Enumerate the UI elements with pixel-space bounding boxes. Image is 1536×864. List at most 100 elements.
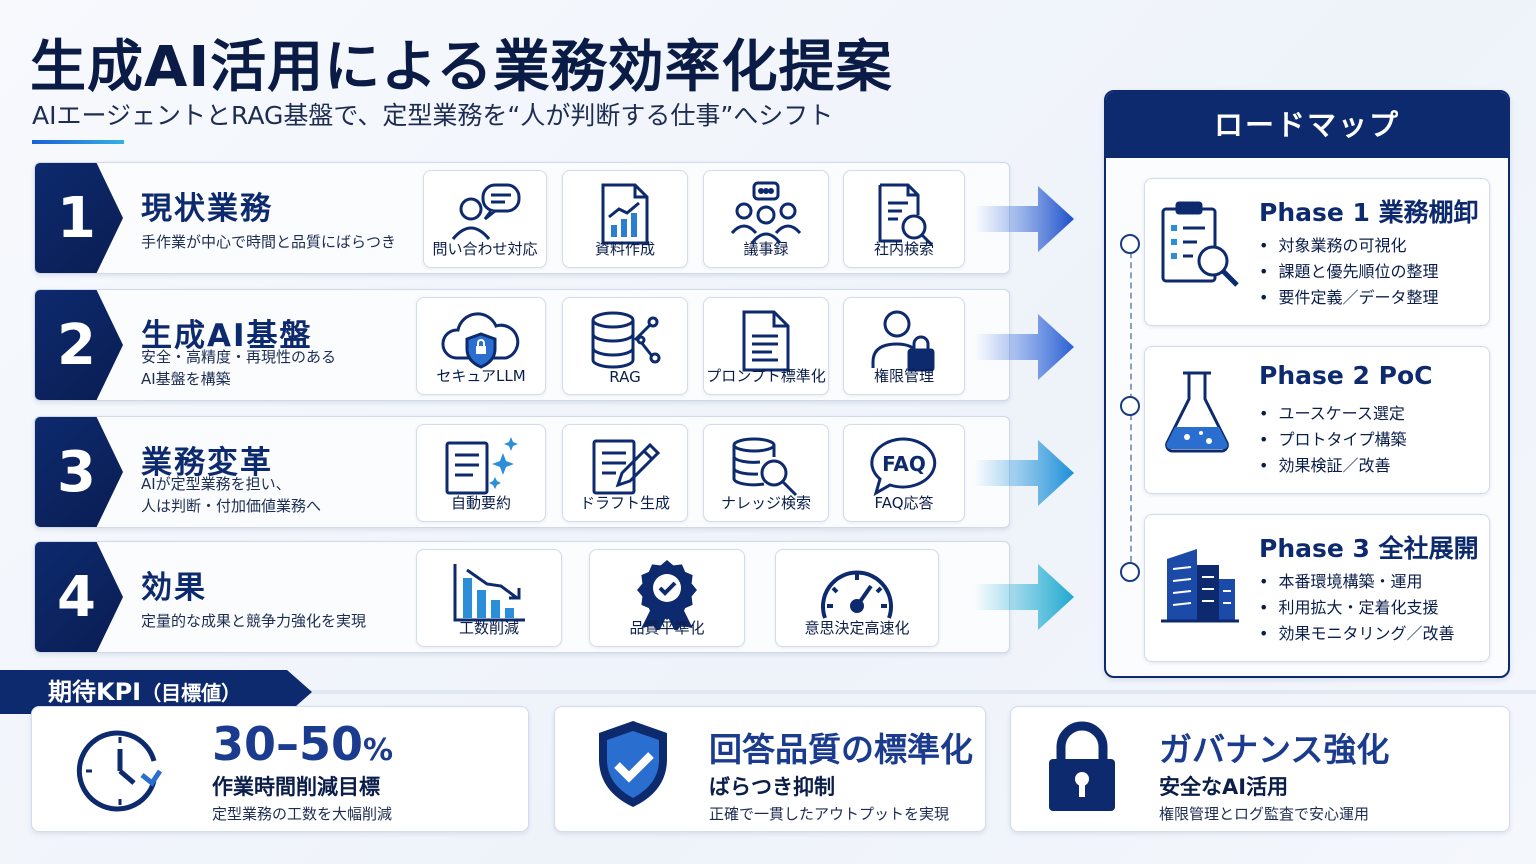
timeline-dot bbox=[1120, 396, 1140, 416]
sparkle-document-icon bbox=[445, 437, 518, 495]
item-card-faq[interactable]: FAQ FAQ応答 bbox=[843, 424, 965, 522]
faq-bubble-icon: FAQ bbox=[870, 437, 937, 497]
row-number: 2 bbox=[35, 290, 123, 400]
title-accent-line bbox=[32, 140, 124, 144]
item-card-minutes[interactable]: 議事録 bbox=[703, 170, 829, 268]
item-card-rag[interactable]: RAG bbox=[562, 297, 688, 395]
kpi-value: 30–50% bbox=[212, 717, 394, 771]
timeline-dot bbox=[1120, 234, 1140, 254]
phase-title: Phase 1 業務棚卸 bbox=[1259, 198, 1479, 227]
svg-text:FAQ: FAQ bbox=[882, 452, 926, 476]
row-effects: 4 効果 定量的な成果と競争力強化を実現 工数削減 品質平準化 意思決定高速化 bbox=[34, 541, 1010, 653]
phase-item: 効果モニタリング／改善 bbox=[1259, 621, 1454, 647]
phase-card-1[interactable]: Phase 1 業務棚卸 対象業務の可視化 課題と優先順位の整理 要件定義／デー… bbox=[1144, 178, 1490, 326]
flow-arrow-right-icon bbox=[974, 314, 1074, 380]
item-label: 意思決定高速化 bbox=[804, 619, 910, 637]
kpi-subtitle: 安全なAI活用 bbox=[1159, 775, 1289, 799]
kpi-divider bbox=[0, 690, 1536, 694]
kpi-note: 権限管理とログ監査で安心運用 bbox=[1159, 805, 1370, 823]
item-card-draft[interactable]: ドラフト生成 bbox=[562, 424, 688, 522]
item-label: 自動要約 bbox=[450, 494, 511, 512]
chart-down-icon bbox=[453, 564, 525, 622]
kpi-value: ガバナンス強化 bbox=[1159, 730, 1390, 769]
phase-item: 利用拡大・定着化支援 bbox=[1259, 595, 1454, 621]
support-chat-icon bbox=[451, 183, 521, 240]
flow-arrow-right-icon bbox=[974, 440, 1074, 506]
timeline-dot bbox=[1120, 562, 1140, 582]
phase-title: Phase 3 全社展開 bbox=[1259, 534, 1479, 563]
item-label: 資料作成 bbox=[594, 240, 655, 258]
phase-list: 本番環境構築・運用 利用拡大・定着化支援 効果モニタリング／改善 bbox=[1259, 569, 1454, 647]
row-current-work: 1 現状業務 手作業が中心で時間と品質にばらつき 問い合わせ対応 資料作成 議事… bbox=[34, 162, 1010, 274]
item-label: ドラフト生成 bbox=[579, 494, 670, 512]
roadmap-title: ロードマップ bbox=[1106, 92, 1508, 158]
row-number: 4 bbox=[35, 542, 123, 652]
item-card-prompt[interactable]: プロンプト標準化 bbox=[703, 297, 829, 395]
item-card-decision[interactable]: 意思決定高速化 bbox=[775, 549, 939, 647]
item-label: ナレッジ検索 bbox=[720, 494, 811, 512]
row-title: 現状業務 bbox=[141, 191, 273, 227]
database-network-icon bbox=[591, 311, 661, 369]
row-description: 手作業が中心で時間と品質にばらつき bbox=[141, 233, 397, 251]
phase-title: Phase 2 PoC bbox=[1259, 361, 1433, 390]
row-title: 効果 bbox=[141, 570, 207, 606]
page-subtitle: AIエージェントとRAG基盤で、定型業務を“人が判断する仕事”へシフト bbox=[32, 101, 834, 130]
phase-card-2[interactable]: Phase 2 PoC ユースケース選定 プロトタイプ構築 効果検証／改善 bbox=[1144, 346, 1490, 494]
item-card-search[interactable]: 社内検索 bbox=[843, 170, 965, 268]
item-card-knowledge[interactable]: ナレッジ検索 bbox=[703, 424, 829, 522]
item-label: FAQ応答 bbox=[874, 494, 934, 512]
row-description: AIが定型業務を担い、人は判断・付加価値業務へ bbox=[141, 475, 322, 515]
kpi-card-time-reduction[interactable]: 30–50% 作業時間削減目標 定型業務の工数を大幅削減 bbox=[31, 706, 529, 832]
item-label: プロンプト標準化 bbox=[706, 367, 826, 385]
row-number: 1 bbox=[35, 163, 123, 273]
phase-item: 効果検証／改善 bbox=[1259, 453, 1406, 479]
row-transformation: 3 業務変革 AIが定型業務を担い、人は判断・付加価値業務へ 自動要約 ドラフト… bbox=[34, 416, 1010, 528]
flow-arrow-right-icon bbox=[974, 186, 1074, 252]
item-card-quality[interactable]: 品質平準化 bbox=[589, 549, 745, 647]
item-label: 工数削減 bbox=[458, 619, 519, 637]
shield-check-icon bbox=[599, 721, 667, 807]
prompt-document-icon bbox=[742, 310, 790, 372]
item-card-support[interactable]: 問い合わせ対応 bbox=[423, 170, 547, 268]
flask-icon bbox=[1165, 371, 1229, 453]
cloud-shield-icon bbox=[441, 312, 520, 369]
phase-card-3[interactable]: Phase 3 全社展開 本番環境構築・運用 利用拡大・定着化支援 効果モニタリ… bbox=[1144, 514, 1490, 662]
row-title: 業務変革 bbox=[141, 445, 273, 481]
speedometer-icon bbox=[821, 570, 893, 619]
kpi-card-governance[interactable]: ガバナンス強化 安全なAI活用 権限管理とログ監査で安心運用 bbox=[1010, 706, 1510, 832]
flow-arrow-right-icon bbox=[974, 564, 1074, 630]
badge-check-icon bbox=[637, 560, 697, 630]
item-label: RAG bbox=[609, 368, 641, 386]
phase-item: 対象業務の可視化 bbox=[1259, 233, 1438, 259]
item-card-documents[interactable]: 資料作成 bbox=[562, 170, 688, 268]
phase-item: ユースケース選定 bbox=[1259, 401, 1406, 427]
roadmap-panel: ロードマップ Phase 1 業務棚卸 対象業務の可視化 課題と優先順位の整理 … bbox=[1104, 90, 1510, 678]
kpi-subtitle: 作業時間削減目標 bbox=[212, 775, 380, 799]
kpi-note: 定型業務の工数を大幅削減 bbox=[212, 805, 393, 823]
buildings-icon bbox=[1161, 549, 1239, 623]
phase-item: 本番環境構築・運用 bbox=[1259, 569, 1454, 595]
item-card-summary[interactable]: 自動要約 bbox=[416, 424, 546, 522]
clock-icon bbox=[76, 730, 163, 812]
phase-item: プロトタイプ構築 bbox=[1259, 427, 1406, 453]
item-card-permission[interactable]: 権限管理 bbox=[843, 297, 965, 395]
item-label: 権限管理 bbox=[873, 367, 934, 385]
meeting-icon bbox=[730, 181, 802, 244]
document-search-icon bbox=[878, 183, 934, 247]
phase-item: 課題と優先順位の整理 bbox=[1259, 259, 1438, 285]
user-lock-icon bbox=[871, 310, 935, 372]
kpi-subtitle: ばらつき抑制 bbox=[709, 775, 835, 799]
item-card-effort[interactable]: 工数削減 bbox=[416, 549, 562, 647]
phase-item: 要件定義／データ整理 bbox=[1259, 285, 1438, 311]
phase-list: 対象業務の可視化 課題と優先順位の整理 要件定義／データ整理 bbox=[1259, 233, 1438, 311]
kpi-card-quality[interactable]: 回答品質の標準化 ばらつき抑制 正確で一貫したアウトプットを実現 bbox=[554, 706, 986, 832]
item-card-secure-llm[interactable]: セキュアLLM bbox=[416, 297, 546, 395]
document-chart-icon bbox=[601, 183, 649, 245]
pen-document-icon bbox=[592, 439, 661, 495]
item-label: 品質平準化 bbox=[629, 619, 705, 637]
kpi-value: 回答品質の標準化 bbox=[709, 730, 973, 769]
item-label: 社内検索 bbox=[873, 240, 934, 258]
kpi-note: 正確で一貫したアウトプットを実現 bbox=[709, 805, 950, 823]
